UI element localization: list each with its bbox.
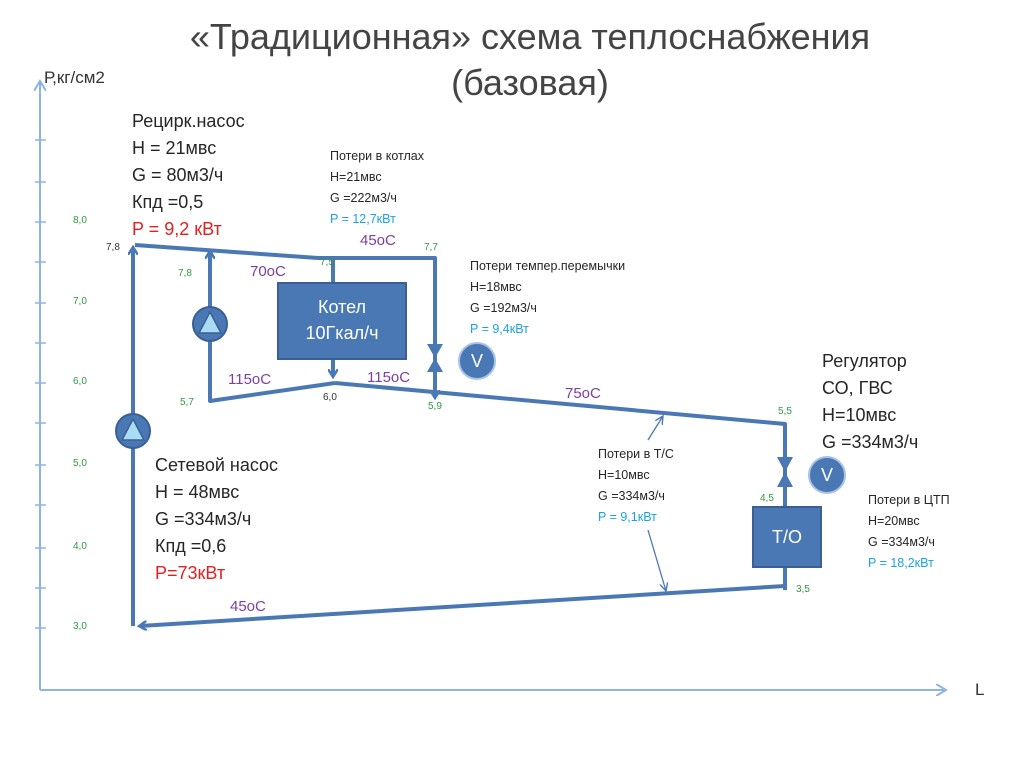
network-losses-title: Потери в Т/С	[598, 447, 674, 461]
network-losses-power: P = 9,1кВт	[598, 510, 657, 524]
main-supply-line	[334, 381, 785, 520]
bypass-losses-head: H=18мвс	[470, 280, 522, 294]
regulator-flow: G =334м3/ч	[822, 432, 919, 452]
slide-title-line2: (базовая)	[451, 62, 609, 103]
top-supply-line	[134, 243, 319, 260]
heat-exchanger-box: Т/О	[752, 506, 822, 568]
recirc-loop	[210, 252, 336, 403]
pressure-label-4-5: 4,5	[760, 493, 774, 504]
y-tick-label: 3,0	[73, 621, 87, 632]
ctp-losses-info: Потери в ЦТП H=20мвс G =334м3/ч P = 18,2…	[868, 490, 950, 574]
pump-triangle-icon	[120, 417, 146, 441]
recirc-pump-name: Рецирк.насос	[132, 111, 245, 131]
bypass-losses-info: Потери темпер.перемычки H=18мвс G =192м3…	[470, 256, 625, 340]
pressure-label-5-5: 5,5	[778, 406, 792, 417]
regulator-info: Регулятор СО, ГВС H=10мвс G =334м3/ч	[822, 348, 918, 456]
slide-title: «Традиционная» схема теплоснабжения (баз…	[0, 14, 1024, 106]
y-axis-label: Р,кг/см2	[44, 68, 105, 87]
network-pump-power: P=73кВт	[155, 563, 226, 583]
pressure-label-3-5: 3,5	[796, 584, 810, 595]
pipes	[133, 243, 785, 626]
temp-label-45-top: 45оС	[360, 232, 396, 249]
recirc-pump	[192, 306, 228, 342]
boiler-losses-flow: G =222м3/ч	[330, 191, 397, 205]
network-losses-info: Потери в Т/С H=10мвс G =334м3/ч P = 9,1к…	[598, 444, 674, 528]
boiler-losses-head: H=21мвс	[330, 170, 382, 184]
pressure-label-5-7: 5,7	[180, 397, 194, 408]
regulator-valve-actuator-icon: V	[808, 456, 846, 494]
network-pump-flow: G =334м3/ч	[155, 509, 252, 529]
bypass-valve-actuator-icon: V	[458, 342, 496, 380]
temp-label-70: 70оС	[250, 263, 286, 280]
boiler-label-line2: 10Гкал/ч	[305, 323, 379, 343]
boiler-losses-power: P = 12,7кВт	[330, 212, 396, 226]
valve-symbol: V	[820, 465, 833, 485]
recirc-pump-info: Рецирк.насос H = 21мвс G = 80м3/ч Кпд =0…	[132, 108, 245, 243]
pressure-label-7-8-top: 7,8	[106, 242, 120, 253]
ctp-losses-title: Потери в ЦТП	[868, 493, 950, 507]
bypass-losses-power: P = 9,4кВт	[470, 322, 529, 336]
network-pump	[115, 413, 151, 449]
network-pump-eff: Кпд =0,6	[155, 536, 227, 556]
regulator-type: СО, ГВС	[822, 378, 893, 398]
axes	[35, 82, 945, 690]
bypass-valve-icon	[427, 344, 443, 372]
temp-label-115-left: 115оС	[228, 371, 272, 388]
network-pump-head: H = 48мвс	[155, 482, 240, 502]
pressure-label-6-0: 6,0	[323, 392, 337, 403]
regulator-name: Регулятор	[822, 351, 907, 371]
y-tick-label: 8,0	[73, 215, 87, 226]
bypass-losses-title: Потери темпер.перемычки	[470, 259, 626, 273]
network-pump-info: Сетевой насос H = 48мвс G =334м3/ч Кпд =…	[155, 452, 278, 587]
ctp-losses-flow: G =334м3/ч	[868, 535, 935, 549]
pressure-label-7-7: 7,7	[424, 242, 438, 253]
recirc-pump-eff: Кпд =0,5	[132, 192, 204, 212]
y-tick-label: 4,0	[73, 541, 87, 552]
valve-symbol: V	[470, 351, 483, 371]
y-tick-label: 6,0	[73, 376, 87, 387]
boiler-box: Котел 10Гкал/ч	[277, 282, 407, 360]
y-tick-label: 5,0	[73, 458, 87, 469]
pump-triangle-icon	[197, 310, 223, 334]
pressure-label-5-9: 5,9	[428, 401, 442, 412]
temp-label-45-bottom: 45оС	[230, 598, 266, 615]
boiler-losses-info: Потери в котлах H=21мвс G =222м3/ч P = 1…	[330, 146, 424, 230]
ctp-losses-head: H=20мвс	[868, 514, 920, 528]
network-losses-flow: G =334м3/ч	[598, 489, 665, 503]
boiler-losses-title: Потери в котлах	[330, 149, 424, 163]
temp-label-115-right: 115оС	[367, 369, 411, 386]
ctp-losses-power: P = 18,2кВт	[868, 556, 934, 570]
network-losses-head: H=10мвс	[598, 468, 650, 482]
temp-label-75: 75оС	[565, 385, 601, 402]
slide-title-line1: «Традиционная» схема теплоснабжения	[189, 16, 871, 57]
heat-exchanger-label: Т/О	[772, 527, 802, 547]
bypass-losses-flow: G =192м3/ч	[470, 301, 537, 315]
recirc-pump-head: H = 21мвс	[132, 138, 217, 158]
pressure-label-7-5: 7,5	[320, 257, 334, 268]
regulator-head: H=10мвс	[822, 405, 897, 425]
pressure-label-7-8-pump: 7,8	[178, 268, 192, 279]
boiler-label-line1: Котел	[317, 297, 367, 317]
y-tick-label: 7,0	[73, 296, 87, 307]
x-axis-label: L	[975, 680, 985, 699]
regulator-valve-icon	[777, 457, 793, 487]
recirc-pump-power: P = 9,2 кВт	[132, 219, 222, 239]
network-pump-name: Сетевой насос	[155, 455, 279, 475]
callout-arrows	[647, 416, 666, 591]
recirc-pump-flow: G = 80м3/ч	[132, 165, 224, 185]
